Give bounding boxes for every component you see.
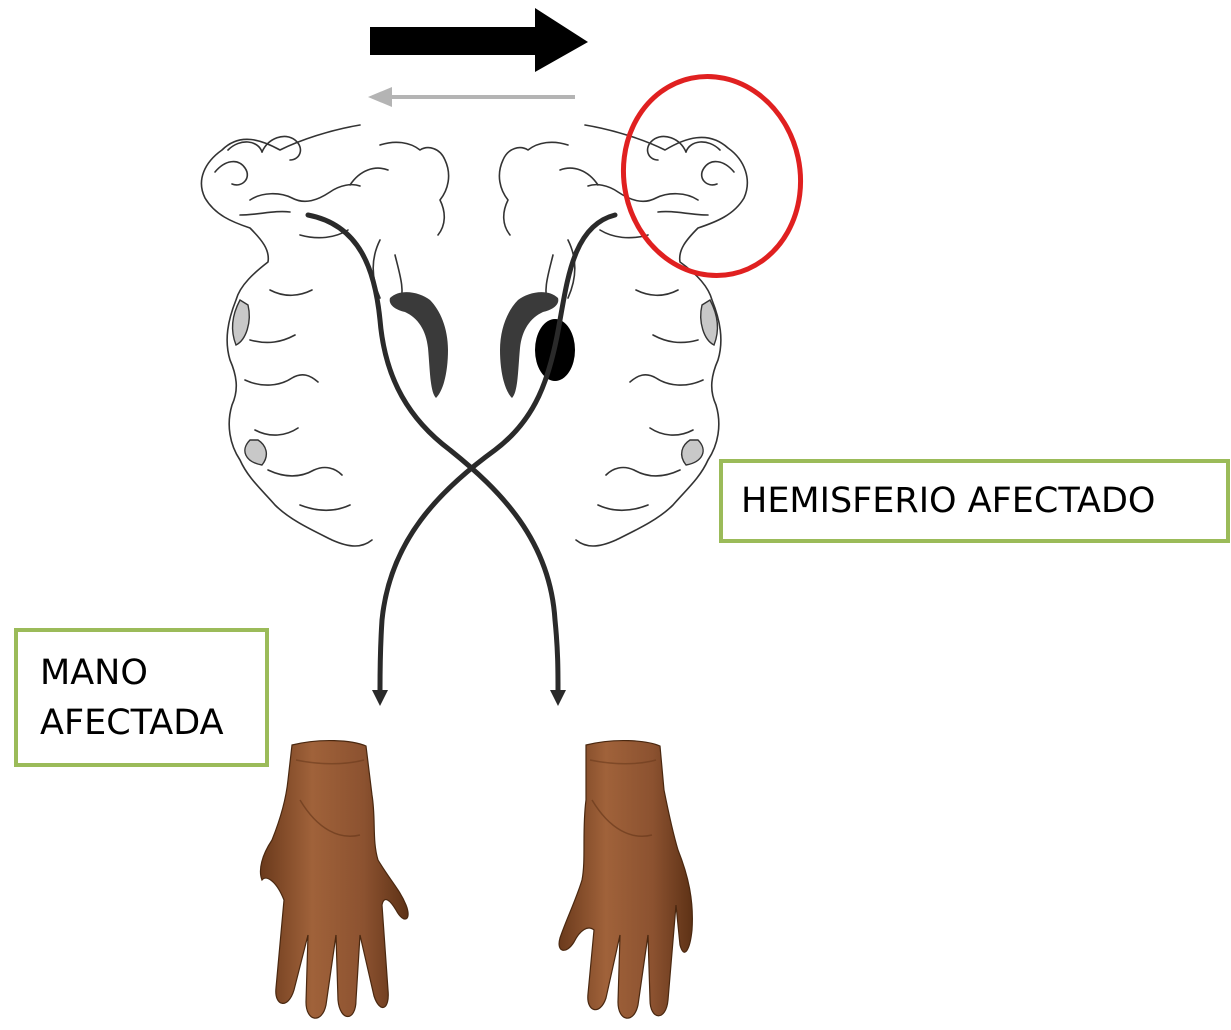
affected-hemisphere-label: HEMISFERIO AFECTADO bbox=[719, 459, 1230, 543]
affected-area-circle bbox=[605, 60, 819, 292]
pathway-arrow-left-tip bbox=[372, 690, 388, 706]
right-hand-image bbox=[559, 741, 692, 1019]
pathway-arrow-right-tip bbox=[550, 690, 566, 706]
left-hand-image bbox=[260, 741, 408, 1019]
corticospinal-pathways bbox=[308, 215, 615, 690]
affected-hand-label-line2: AFECTADA bbox=[40, 698, 265, 748]
affected-hand-label-line1: MANO bbox=[40, 648, 265, 698]
brain-outline bbox=[201, 125, 747, 546]
arrow-right-thick-icon bbox=[370, 8, 588, 72]
affected-hand-label: MANO AFECTADA bbox=[14, 628, 269, 767]
lateral-ventricles bbox=[390, 292, 559, 398]
insula-regions bbox=[233, 300, 718, 465]
arrow-left-thin-icon bbox=[368, 87, 575, 107]
